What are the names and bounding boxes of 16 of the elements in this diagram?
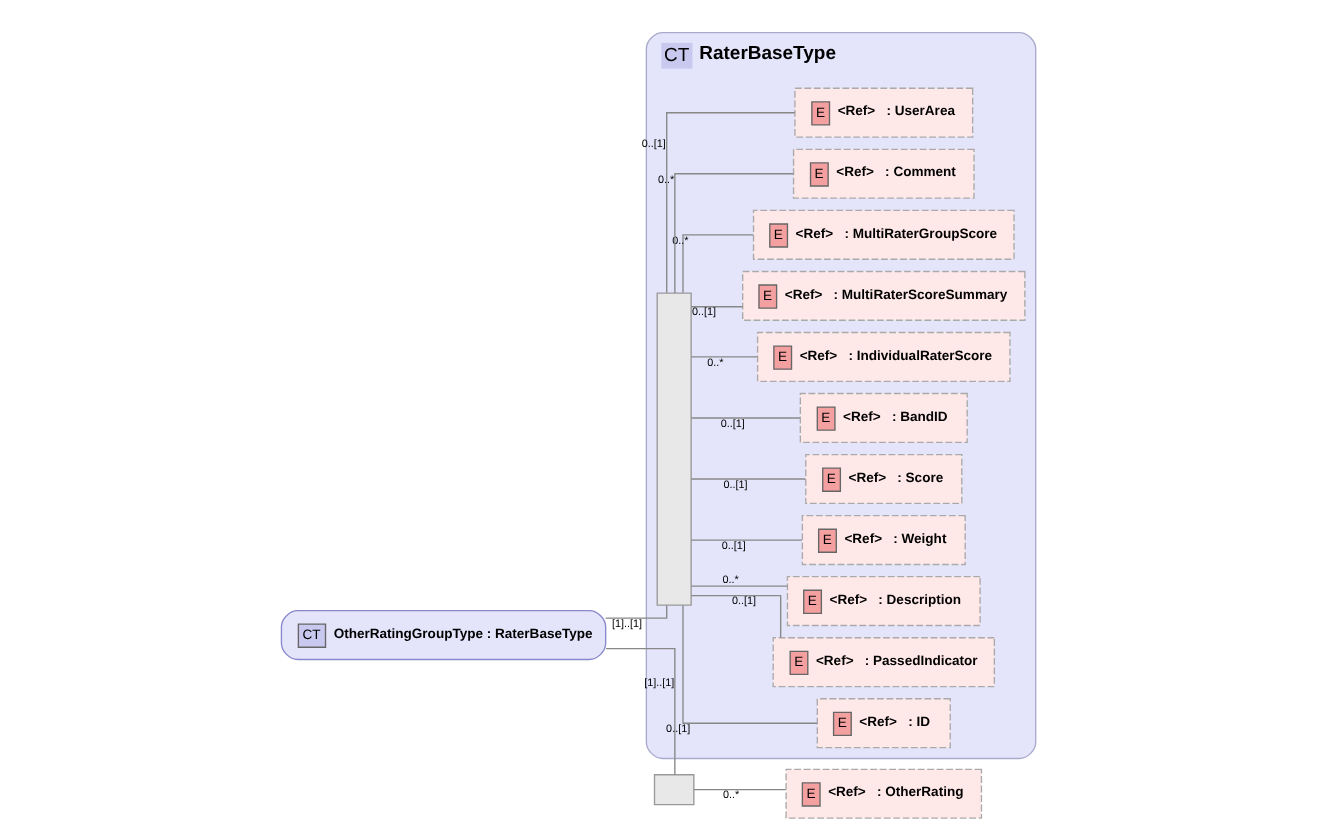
connector [692,789,786,791]
node-bar [655,292,691,606]
connector [689,539,802,541]
connector [604,604,667,619]
connector [689,356,757,358]
connector [689,585,788,587]
connector [665,112,795,294]
connector [689,306,743,308]
connector [681,234,753,294]
connector [681,604,817,724]
connector [689,595,781,639]
connector [689,417,800,419]
connector [604,647,675,776]
connector [689,478,805,480]
connector [673,173,794,294]
node-box [652,774,694,806]
